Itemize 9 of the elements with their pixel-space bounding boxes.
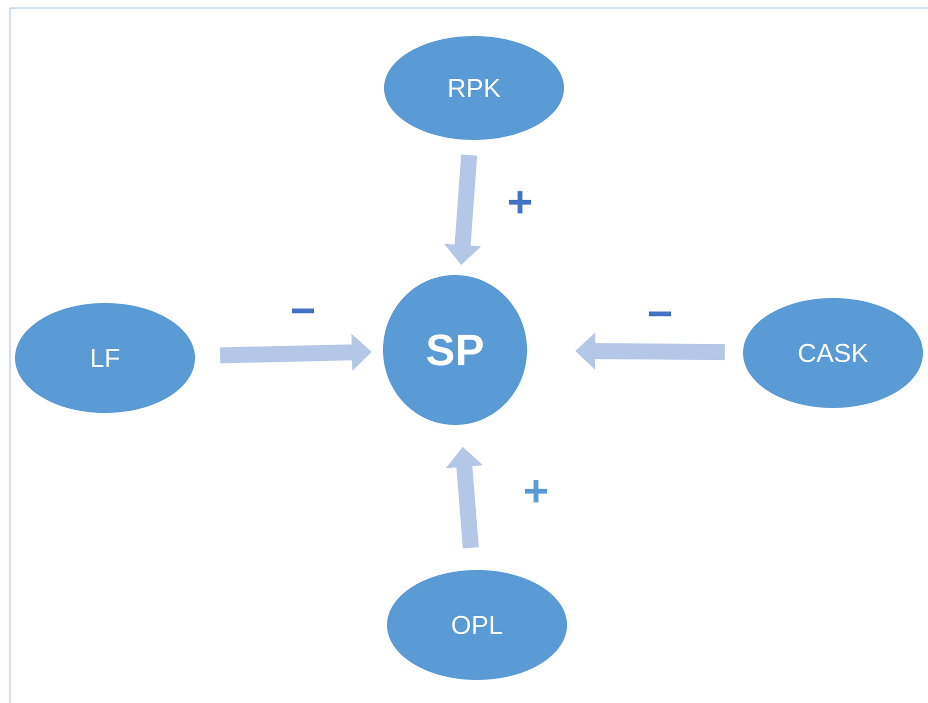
sign-label: − [648,311,672,316]
sign-label: − [292,308,314,314]
ellipse-node: LF [15,302,195,413]
ellipse-node: SP [383,275,527,425]
ellipse-node: CASK [743,298,923,408]
sign-label: + [509,191,532,214]
ellipse-node: RPK [384,36,564,140]
ellipse-node: OPL [387,570,567,680]
sign-label: + [525,480,548,502]
